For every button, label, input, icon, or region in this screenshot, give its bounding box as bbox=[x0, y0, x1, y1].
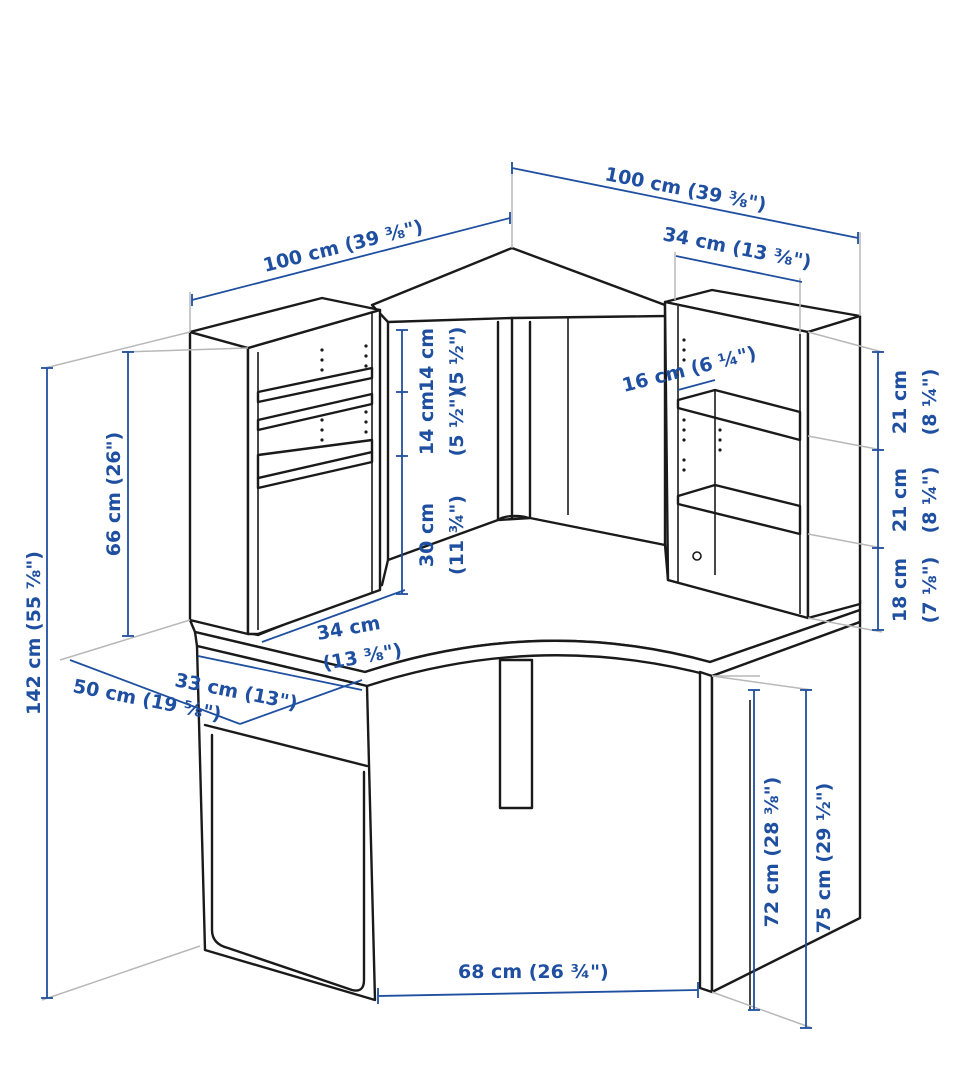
desk-outline bbox=[188, 246, 862, 1010]
dim-shelf-14-a-cm: 14 cm bbox=[416, 328, 438, 392]
dim-hutch-height: 66 cm (26") bbox=[103, 432, 125, 556]
extension-lines bbox=[41, 162, 883, 1029]
dim-desk-height-75: 75 cm (29 ½") bbox=[813, 783, 835, 934]
dim-shelf-14-b-in: (5 ½") bbox=[446, 390, 468, 457]
dim-total-height: 142 cm (55 ⅞") bbox=[23, 551, 45, 715]
dim-shelf-30-in: (11 ¾") bbox=[446, 495, 468, 575]
dim-top-width-right: 100 cm (39 ⅜") bbox=[603, 163, 768, 216]
dim-under-height-72: 72 cm (28 ⅜") bbox=[761, 777, 783, 928]
dim-right-18-cm: 18 cm bbox=[889, 558, 911, 622]
dim-shelf-14-b-cm: 14 cm bbox=[416, 391, 438, 455]
dim-right-21-a-in: (8 ¼") bbox=[919, 369, 941, 436]
dim-right-21-a-cm: 21 cm bbox=[889, 370, 911, 434]
dim-shelf-30-cm: 30 cm bbox=[416, 503, 438, 567]
dim-shelf-14-a-in: (5 ½") bbox=[446, 327, 468, 394]
dim-right-18-in: (7 ⅛") bbox=[919, 557, 941, 624]
dim-right-shelf-width: 34 cm (13 ⅜") bbox=[661, 223, 813, 273]
dim-leg-gap-68: 68 cm (26 ¾") bbox=[458, 961, 609, 983]
dim-right-21-b-in: (8 ¼") bbox=[919, 467, 941, 534]
dim-right-21-b-cm: 21 cm bbox=[889, 468, 911, 532]
dimension-lines bbox=[41, 162, 884, 1029]
